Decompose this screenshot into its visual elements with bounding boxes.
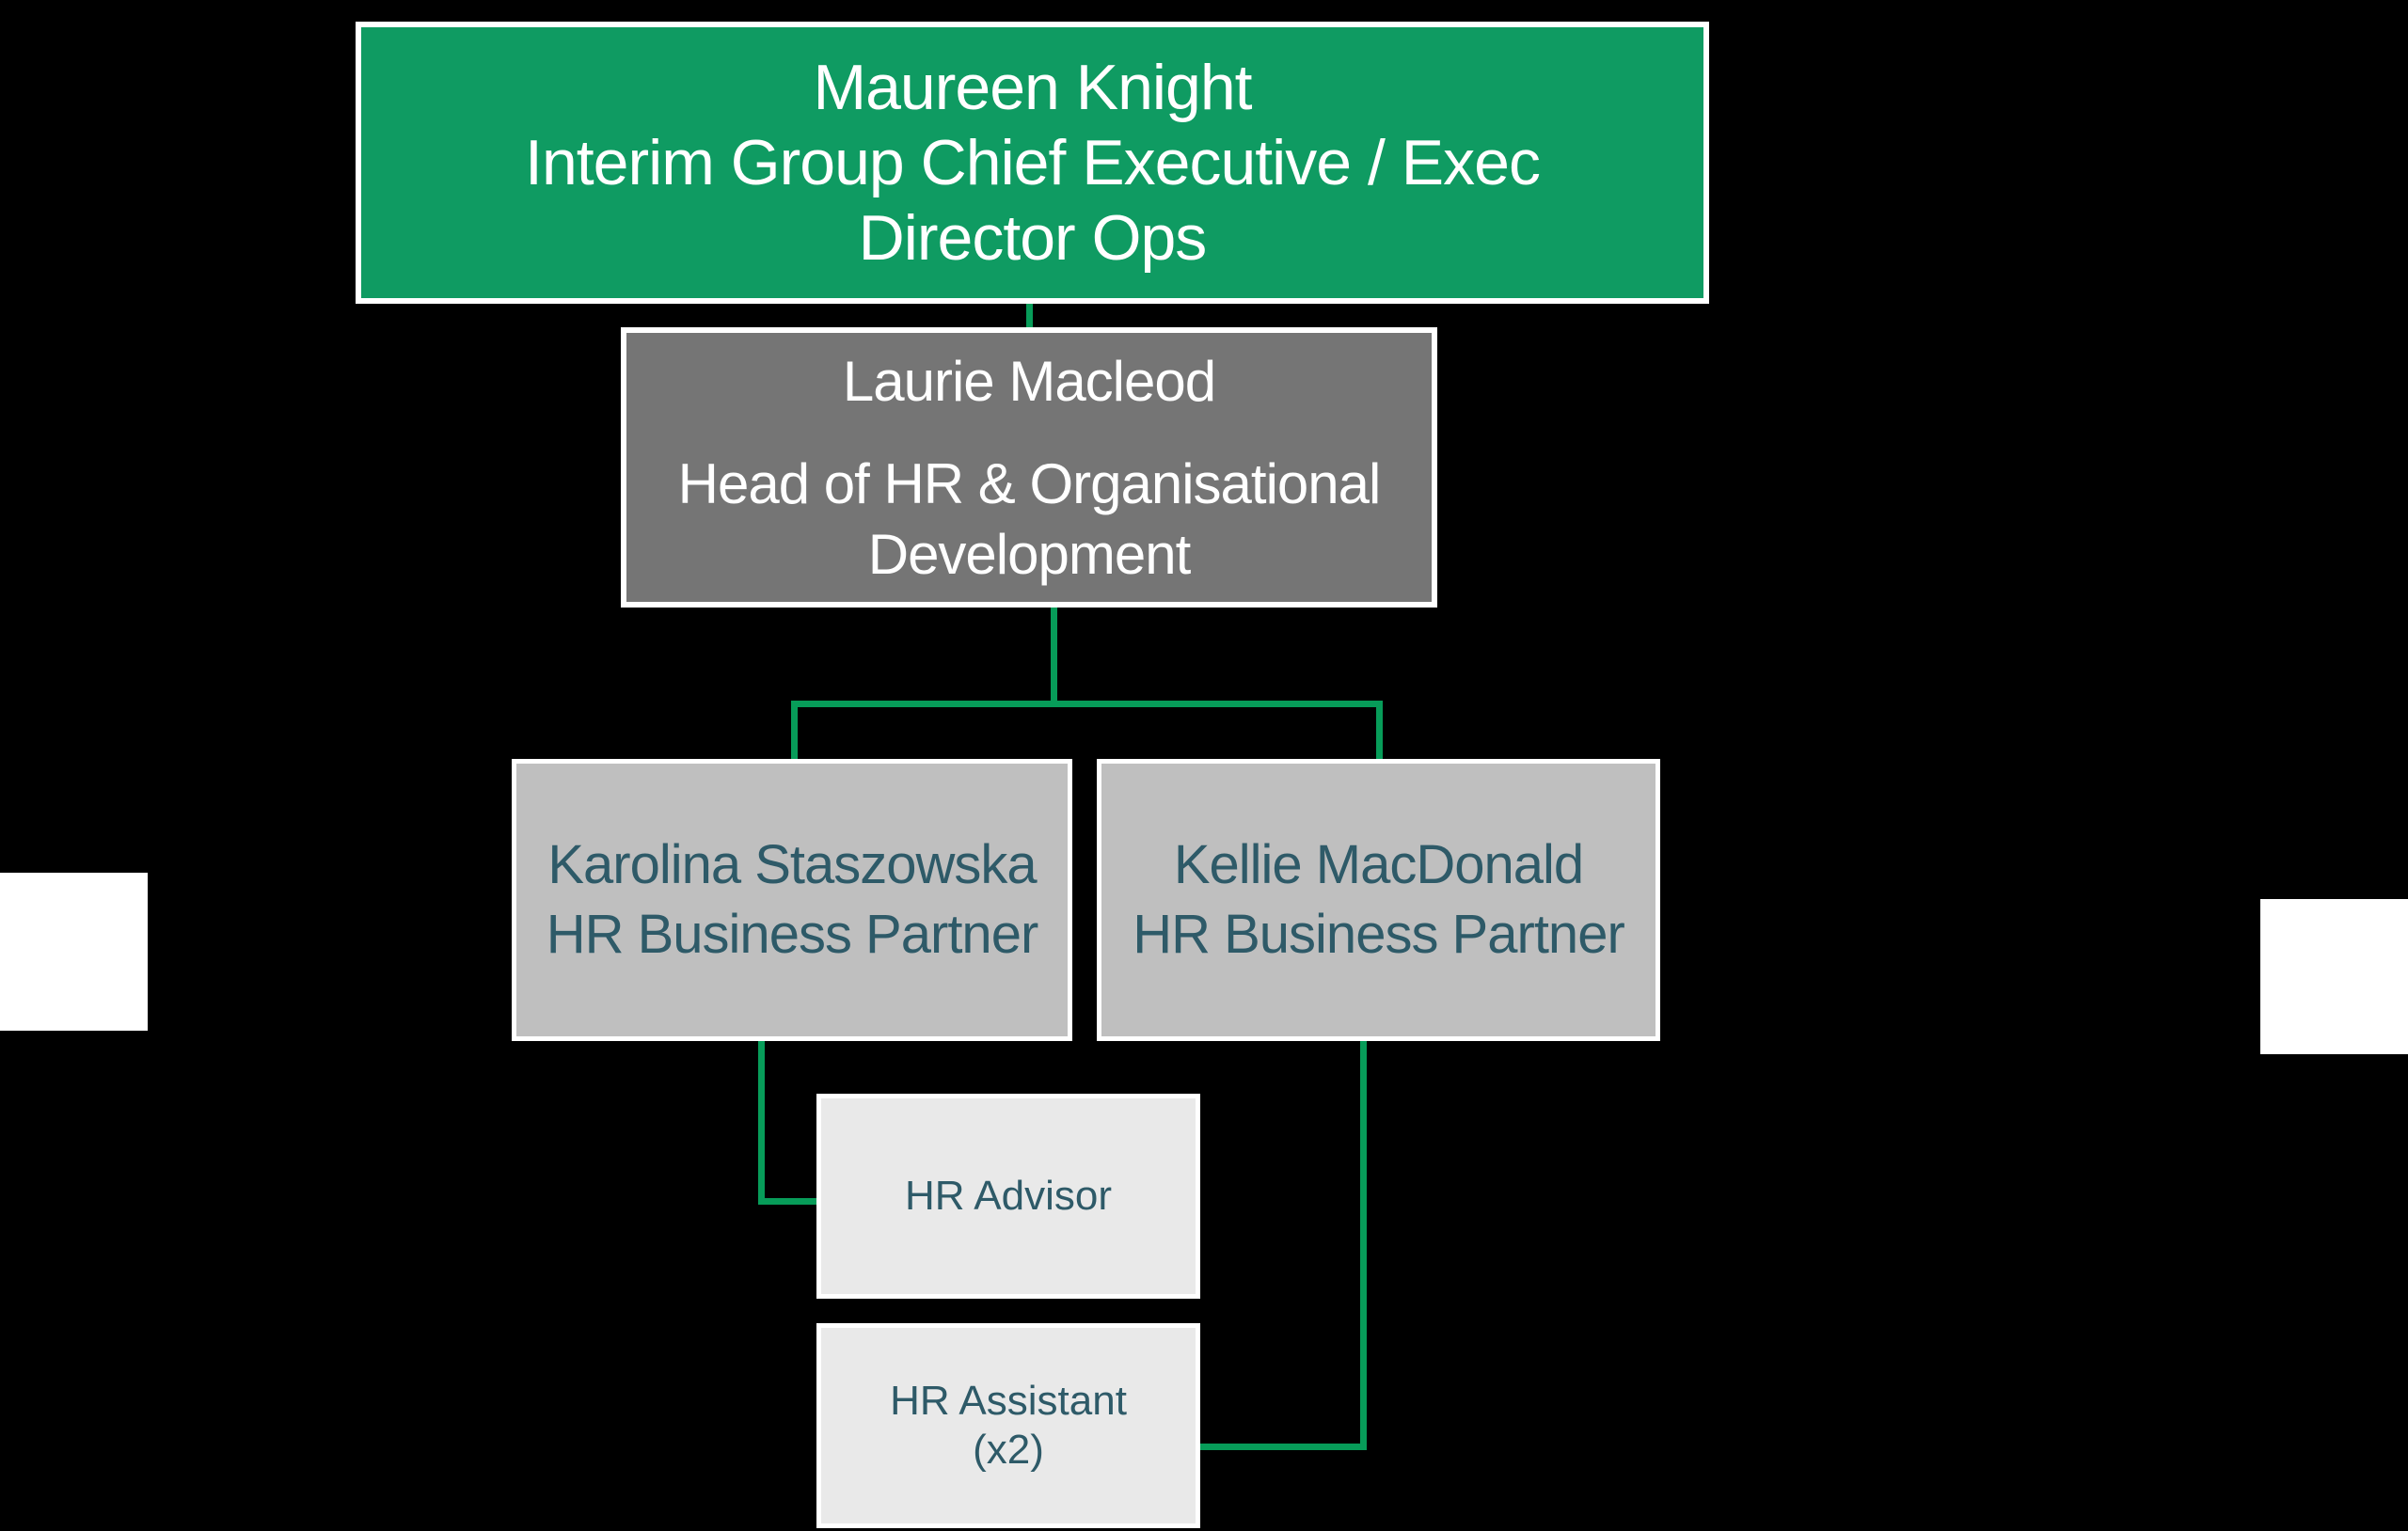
org-node-head-of-hr: Laurie Macleod Head of HR & Organisation… <box>621 327 1437 608</box>
node-role-line: HR Business Partner <box>1133 904 1625 965</box>
node-role-line: Head of HR & Organisational <box>677 451 1382 515</box>
node-role-line: HR Business Partner <box>546 904 1039 965</box>
connector-drop-to-bp2 <box>1376 701 1383 762</box>
connector-drop-to-bp1 <box>791 701 798 762</box>
node-role-line: Development <box>867 522 1192 586</box>
node-count-line: (x2) <box>973 1427 1044 1473</box>
node-name-line: Maureen Knight <box>813 52 1252 123</box>
node-role-line: Interim Group Chief Executive / Exec <box>525 127 1541 198</box>
org-node-hr-business-partner-2: Kellie MacDonald HR Business Partner <box>1097 759 1660 1041</box>
node-role-line: HR Advisor <box>904 1173 1113 1219</box>
org-node-interim-group-chief-executive: Maureen Knight Interim Group Chief Execu… <box>356 22 1709 304</box>
connector-head-hr-split-bar <box>791 701 1383 707</box>
redaction-overlay-right <box>2260 899 2408 1054</box>
node-role-line: Director Ops <box>858 202 1208 274</box>
connector-bp1-to-advisor <box>758 1198 823 1205</box>
connector-bp1-stem <box>758 1039 765 1205</box>
org-node-hr-business-partner-1: Karolina Staszowska HR Business Partner <box>512 759 1072 1041</box>
org-node-hr-assistant: HR Assistant (x2) <box>816 1323 1200 1528</box>
node-name-line: Laurie Macleod <box>842 349 1216 413</box>
node-role-line: HR Assistant <box>890 1378 1127 1424</box>
node-name-line: Kellie MacDonald <box>1173 834 1584 895</box>
connector-bp2-stem <box>1360 1039 1367 1450</box>
node-name-line: Karolina Staszowska <box>547 834 1037 895</box>
org-node-hr-advisor: HR Advisor <box>816 1094 1200 1299</box>
connector-bp2-to-assistant <box>1195 1444 1367 1450</box>
connector-ceo-to-head-hr <box>1026 299 1033 331</box>
redaction-overlay-left <box>0 873 148 1031</box>
connector-head-hr-stem <box>1051 606 1057 705</box>
